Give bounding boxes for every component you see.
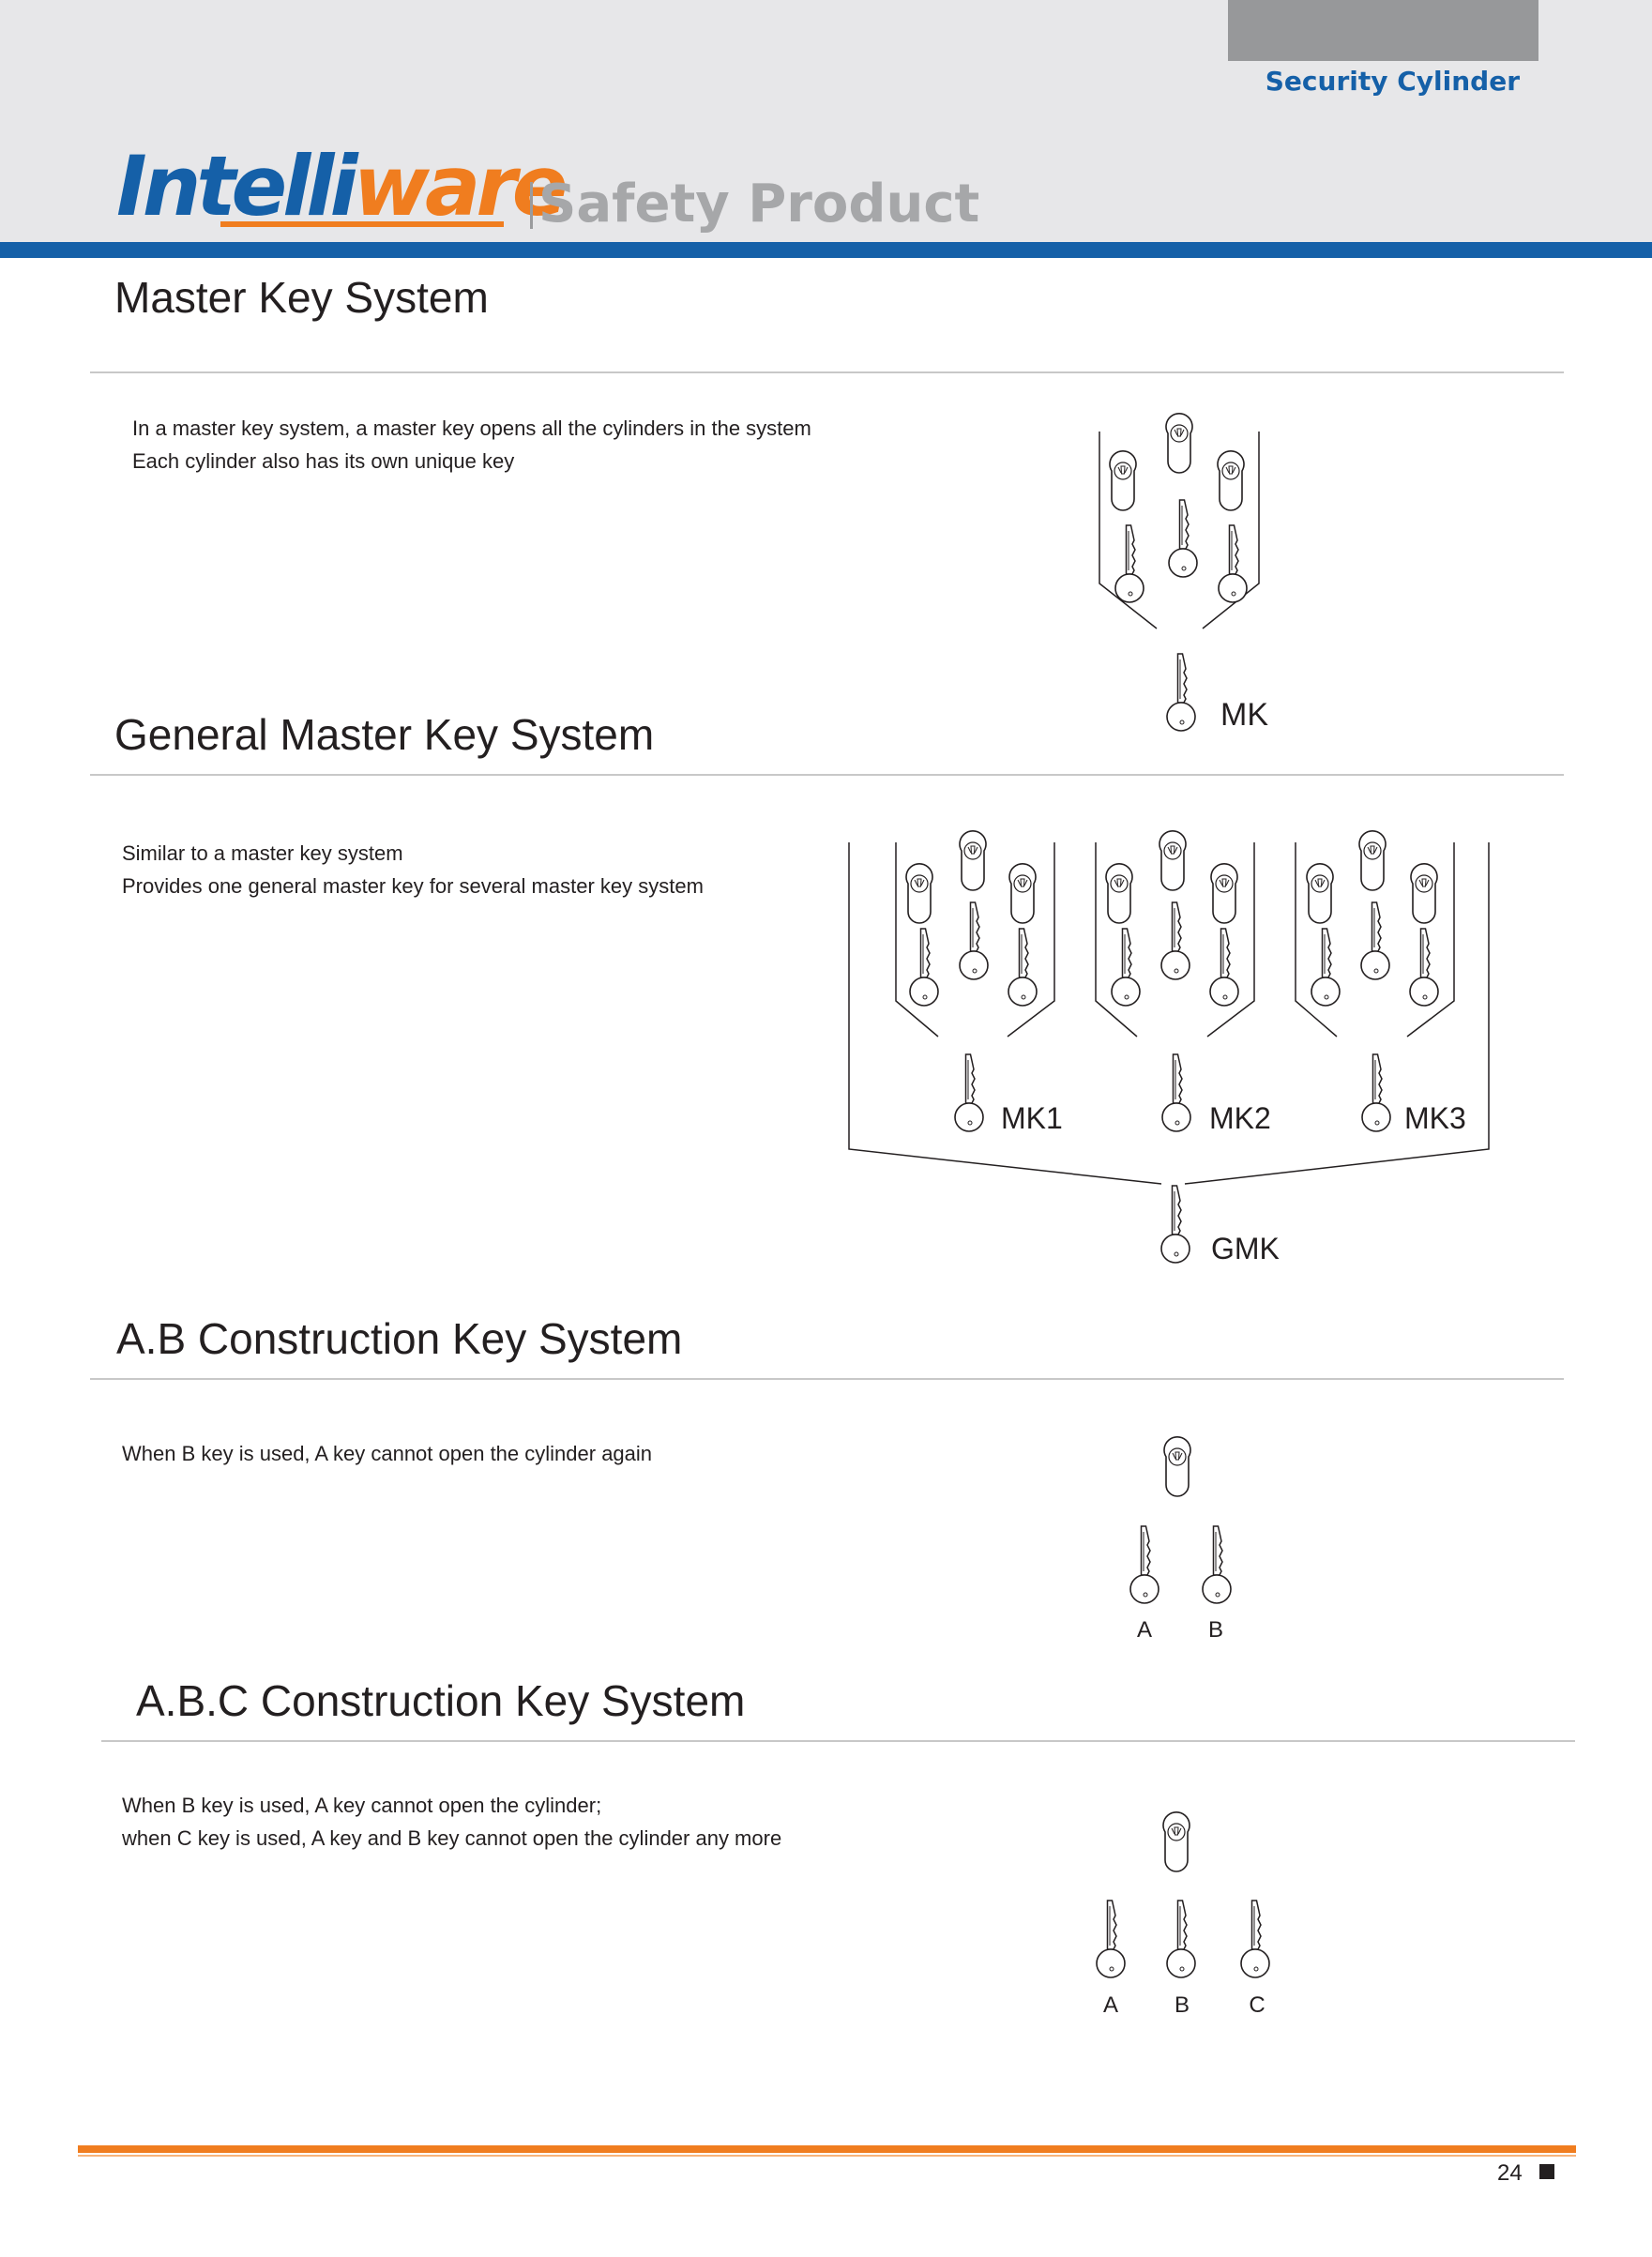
section-description-line: when C key is used, A key and B key cann… bbox=[122, 1826, 782, 1850]
section-title-ab-construction: A.B Construction Key System bbox=[116, 1314, 683, 1363]
cylinder-icon bbox=[905, 862, 933, 924]
section-title-master-key: Master Key System bbox=[114, 273, 489, 322]
cylinder-icon bbox=[1008, 862, 1037, 924]
key-icon bbox=[1240, 1900, 1270, 1978]
key-icon bbox=[1168, 499, 1198, 578]
cylinder-icon bbox=[1410, 862, 1438, 924]
master-key-diagram: MK bbox=[1099, 412, 1268, 733]
key-icon bbox=[909, 928, 939, 1007]
footer-rule-accent bbox=[78, 2155, 1576, 2157]
cylinder-icon bbox=[1306, 862, 1334, 924]
key-label: C bbox=[1249, 1992, 1265, 2018]
section-description-line: When B key is used, A key cannot open th… bbox=[122, 1794, 602, 1817]
key-icon bbox=[1114, 524, 1144, 603]
key-icon bbox=[1360, 901, 1390, 980]
section-rule bbox=[101, 1740, 1575, 1742]
general-master-key-diagram: MK1 MK2 MK3 GMK bbox=[848, 829, 1490, 1265]
cylinder-icon bbox=[1159, 829, 1187, 891]
key-icon bbox=[1129, 1525, 1159, 1604]
key-label: B bbox=[1208, 1617, 1223, 1643]
section-description-line: Provides one general master key for seve… bbox=[122, 874, 704, 898]
key-icon bbox=[1409, 928, 1439, 1007]
logo-underline bbox=[220, 221, 504, 227]
key-label: MK1 bbox=[1001, 1101, 1063, 1135]
section-rule bbox=[90, 371, 1564, 373]
cylinder-icon bbox=[1210, 862, 1238, 924]
key-label: MK3 bbox=[1404, 1101, 1466, 1135]
master-key-icon bbox=[1161, 1053, 1191, 1132]
section-rule bbox=[90, 1378, 1564, 1380]
key-icon bbox=[1166, 1900, 1196, 1978]
section-description-line: Similar to a master key system bbox=[122, 841, 403, 865]
section-description-line: Each cylinder also has its own unique ke… bbox=[132, 449, 515, 473]
cylinder-icon bbox=[1358, 829, 1387, 891]
page-number: 24 bbox=[1497, 2160, 1523, 2186]
abc-construction-diagram: A B C bbox=[1096, 1810, 1270, 2018]
cylinder-icon bbox=[1217, 449, 1245, 511]
header-tab bbox=[1228, 0, 1538, 61]
key-icon bbox=[1218, 524, 1248, 603]
cylinder-icon bbox=[1105, 862, 1133, 924]
section-title-abc-construction: A.B.C Construction Key System bbox=[136, 1676, 746, 1725]
master-key-icon bbox=[954, 1053, 984, 1132]
key-label: A bbox=[1103, 1992, 1118, 2018]
footer-rule bbox=[78, 2145, 1576, 2153]
master-key-icon bbox=[1361, 1053, 1391, 1132]
key-label: A bbox=[1137, 1617, 1152, 1643]
section-description-line: When B key is used, A key cannot open th… bbox=[122, 1442, 653, 1465]
cylinder-icon bbox=[959, 829, 987, 891]
general-master-key-icon bbox=[1160, 1185, 1190, 1264]
key-label: MK2 bbox=[1209, 1101, 1271, 1135]
cylinder-icon bbox=[1162, 1810, 1190, 1872]
cylinder-icon bbox=[1163, 1435, 1191, 1497]
master-key-icon bbox=[1166, 653, 1196, 732]
cylinder-icon bbox=[1109, 449, 1137, 511]
key-label: B bbox=[1175, 1992, 1190, 2018]
header-divider-bar bbox=[0, 242, 1652, 258]
key-icon bbox=[959, 901, 989, 980]
tagline-separator bbox=[530, 182, 533, 229]
key-icon bbox=[1096, 1900, 1126, 1978]
key-icon bbox=[1160, 901, 1190, 980]
key-icon bbox=[1209, 928, 1239, 1007]
section-description-line: In a master key system, a master key ope… bbox=[132, 417, 811, 440]
ab-construction-diagram: A B bbox=[1129, 1435, 1232, 1643]
key-icon bbox=[1008, 928, 1038, 1007]
key-label: MK bbox=[1220, 697, 1268, 733]
key-icon bbox=[1202, 1525, 1232, 1604]
header-tagline: Safety Product bbox=[538, 174, 980, 235]
key-label: GMK bbox=[1211, 1232, 1280, 1265]
section-title-general-master-key: General Master Key System bbox=[114, 710, 655, 759]
section-rule bbox=[90, 774, 1564, 776]
key-icon bbox=[1311, 928, 1341, 1007]
cylinder-icon bbox=[1165, 412, 1193, 474]
page-marker-icon bbox=[1539, 2164, 1554, 2179]
header-category: Security Cylinder bbox=[1265, 66, 1520, 97]
key-icon bbox=[1111, 928, 1141, 1007]
